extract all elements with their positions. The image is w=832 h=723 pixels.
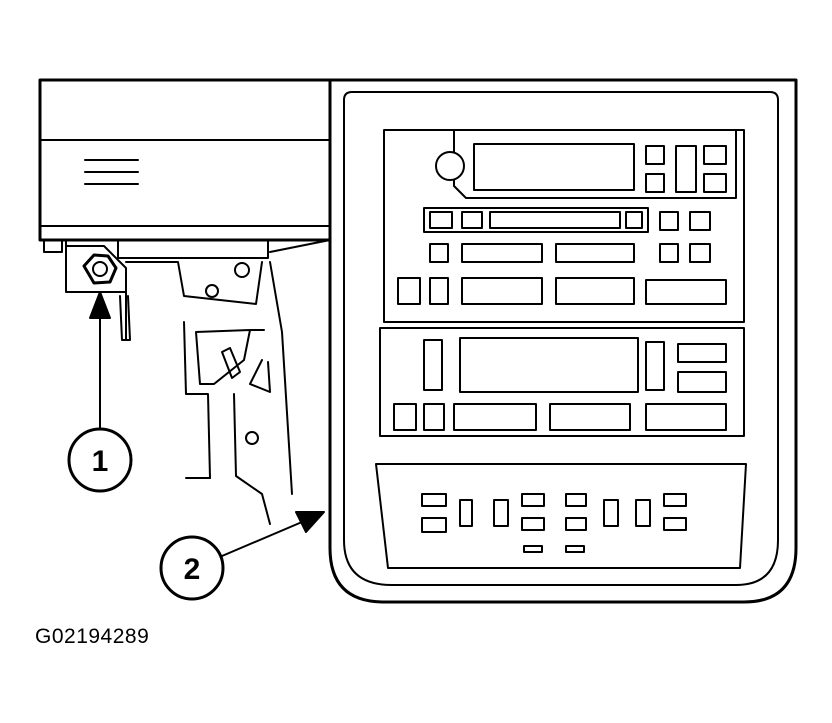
figure-code: G02194289: [35, 625, 150, 648]
support-structure: [183, 261, 293, 525]
callout-1-number: 1: [92, 445, 109, 478]
audio-unit: [379, 327, 745, 437]
callout-2: 2: [159, 511, 325, 601]
callout-2-number: 2: [184, 553, 201, 586]
lower-control-panel: [375, 463, 747, 569]
vent-lines: [84, 159, 139, 185]
callout-1: 1: [67, 291, 133, 493]
mounting-bracket: [65, 239, 263, 341]
retaining-nut-icon: [82, 253, 118, 285]
radio-buttons: [645, 145, 727, 193]
dash-housing: [38, 78, 332, 259]
center-trim-panel: [328, 78, 798, 604]
radio-unit: [383, 129, 745, 323]
